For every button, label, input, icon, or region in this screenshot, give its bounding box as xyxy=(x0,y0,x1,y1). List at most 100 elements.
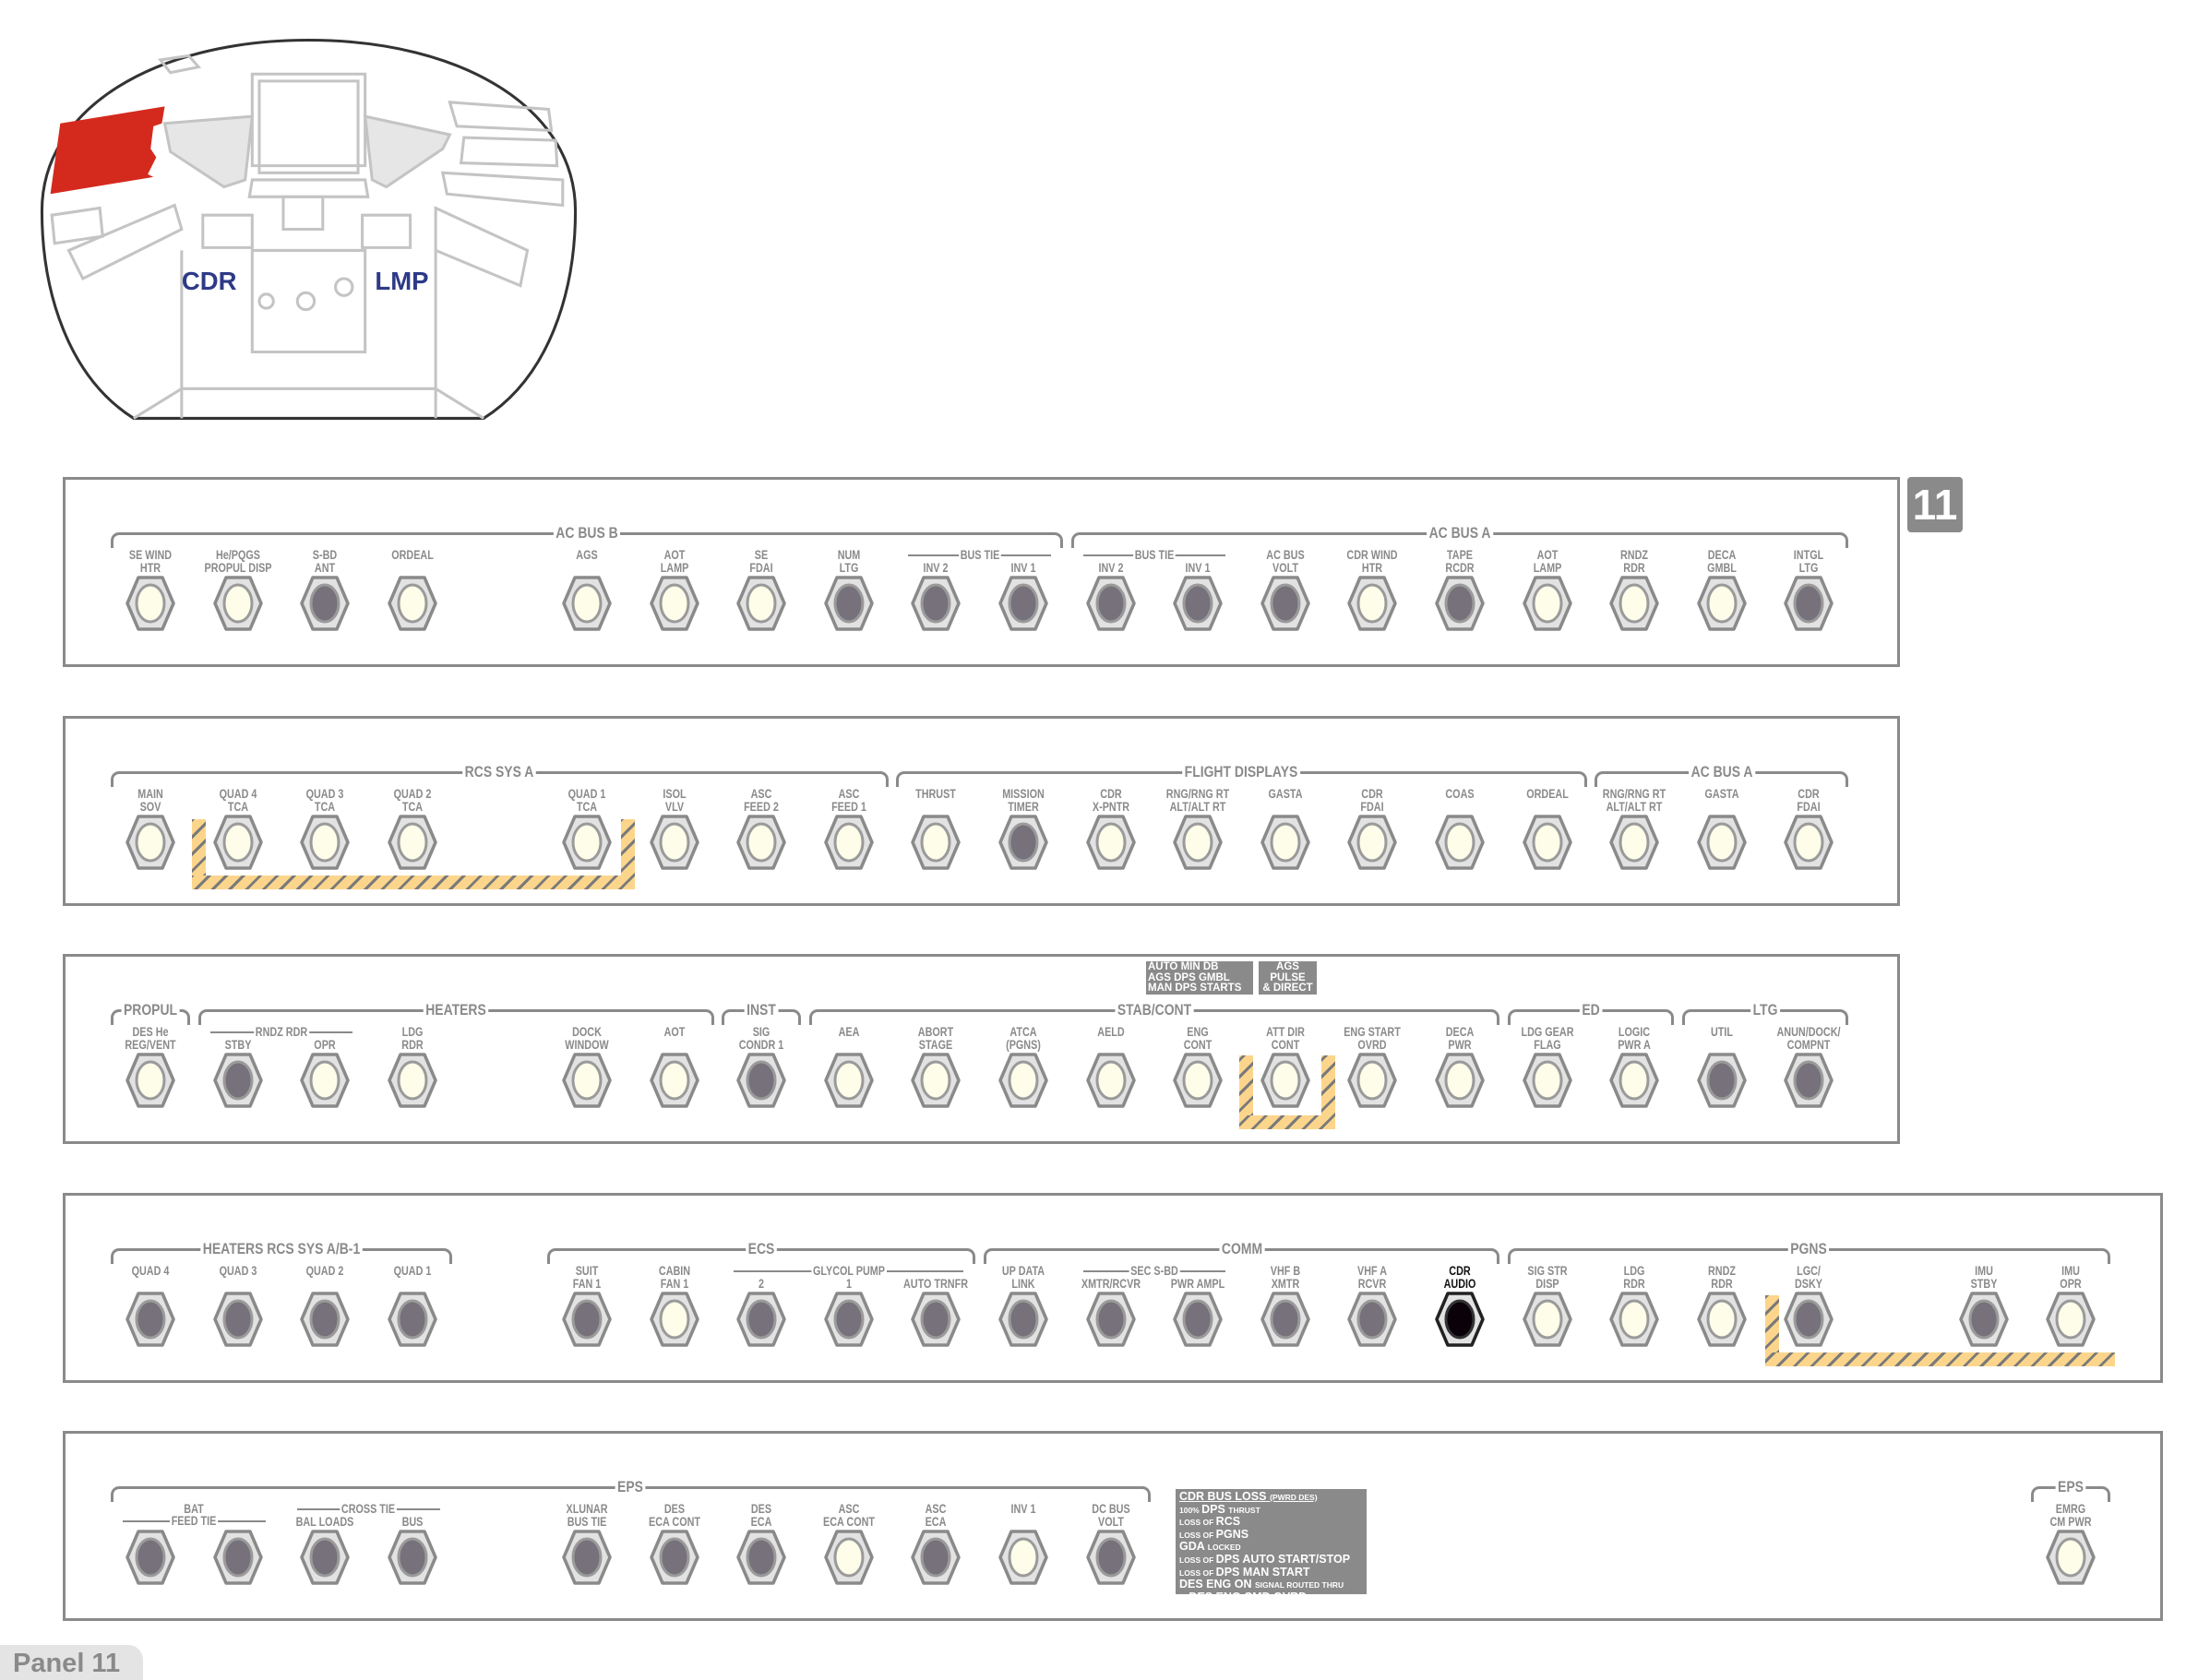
circuit-breaker[interactable] xyxy=(387,1529,438,1586)
circuit-breaker[interactable] xyxy=(387,1052,438,1109)
circuit-breaker[interactable] xyxy=(1260,1052,1311,1109)
circuit-breaker[interactable] xyxy=(1608,814,1660,871)
circuit-breaker[interactable] xyxy=(387,1291,438,1348)
circuit-breaker[interactable] xyxy=(1172,814,1224,871)
circuit-breaker[interactable] xyxy=(1783,814,1834,871)
circuit-breaker[interactable] xyxy=(1783,1052,1834,1109)
circuit-breaker[interactable] xyxy=(1434,1291,1486,1348)
circuit-breaker[interactable] xyxy=(997,1291,1049,1348)
circuit-breaker[interactable] xyxy=(125,1291,176,1348)
circuit-breaker[interactable] xyxy=(823,1052,875,1109)
circuit-breaker[interactable] xyxy=(1085,1529,1137,1586)
breaker-label: ABORT STAGE xyxy=(918,1025,954,1052)
circuit-breaker[interactable] xyxy=(1085,814,1137,871)
breaker-label: ASC FEED 2 xyxy=(744,787,780,814)
note-line: LOSS OF RCS xyxy=(1179,1516,1363,1529)
circuit-breaker[interactable] xyxy=(212,575,264,632)
circuit-breaker[interactable] xyxy=(649,1052,700,1109)
circuit-breaker[interactable] xyxy=(910,575,962,632)
breaker-label: ASC ECA CONT xyxy=(822,1502,875,1529)
circuit-breaker[interactable] xyxy=(561,1529,613,1586)
circuit-breaker[interactable] xyxy=(823,814,875,871)
circuit-breaker[interactable] xyxy=(823,1529,875,1586)
circuit-breaker[interactable] xyxy=(910,814,962,871)
circuit-breaker[interactable] xyxy=(735,1529,787,1586)
circuit-breaker[interactable] xyxy=(561,1052,613,1109)
circuit-breaker[interactable] xyxy=(1346,1291,1398,1348)
circuit-breaker[interactable] xyxy=(299,1529,351,1586)
circuit-breaker[interactable] xyxy=(125,1529,176,1586)
circuit-breaker[interactable] xyxy=(823,1291,875,1348)
circuit-breaker[interactable] xyxy=(649,575,700,632)
circuit-breaker[interactable] xyxy=(1696,814,1748,871)
circuit-breaker[interactable] xyxy=(910,1291,962,1348)
circuit-breaker[interactable] xyxy=(649,814,700,871)
circuit-breaker[interactable] xyxy=(125,1052,176,1109)
circuit-breaker[interactable] xyxy=(2045,1529,2096,1586)
circuit-breaker[interactable] xyxy=(1172,1052,1224,1109)
circuit-breaker[interactable] xyxy=(735,575,787,632)
circuit-breaker[interactable] xyxy=(1608,1052,1660,1109)
circuit-breaker[interactable] xyxy=(910,1529,962,1586)
circuit-breaker[interactable] xyxy=(997,575,1049,632)
circuit-breaker[interactable] xyxy=(997,1529,1049,1586)
circuit-breaker[interactable] xyxy=(1696,1052,1748,1109)
circuit-breaker[interactable] xyxy=(1522,814,1573,871)
circuit-breaker[interactable] xyxy=(1260,575,1311,632)
circuit-breaker[interactable] xyxy=(735,1052,787,1109)
circuit-breaker[interactable] xyxy=(649,1291,700,1348)
circuit-breaker[interactable] xyxy=(1522,575,1573,632)
circuit-breaker[interactable] xyxy=(649,1529,700,1586)
circuit-breaker[interactable] xyxy=(212,1291,264,1348)
circuit-breaker[interactable] xyxy=(1783,575,1834,632)
circuit-breaker[interactable] xyxy=(997,1052,1049,1109)
circuit-breaker[interactable] xyxy=(1522,1052,1573,1109)
circuit-breaker[interactable] xyxy=(2045,1291,2096,1348)
circuit-breaker[interactable] xyxy=(1434,814,1486,871)
circuit-breaker[interactable] xyxy=(299,1291,351,1348)
circuit-breaker[interactable] xyxy=(387,814,438,871)
circuit-breaker[interactable] xyxy=(1783,1291,1834,1348)
circuit-breaker[interactable] xyxy=(1696,1291,1748,1348)
circuit-breaker[interactable] xyxy=(1434,1052,1486,1109)
circuit-breaker[interactable] xyxy=(561,575,613,632)
circuit-breaker[interactable] xyxy=(299,575,351,632)
circuit-breaker[interactable] xyxy=(1958,1291,2010,1348)
circuit-breaker[interactable] xyxy=(910,1052,962,1109)
breaker-row-panel xyxy=(63,1193,2163,1383)
circuit-breaker[interactable] xyxy=(823,575,875,632)
circuit-breaker[interactable] xyxy=(1346,814,1398,871)
breaker-label: LOGIC PWR A xyxy=(1618,1025,1651,1052)
circuit-breaker[interactable] xyxy=(1260,814,1311,871)
breaker-label: ORDEAL xyxy=(1525,787,1569,801)
circuit-breaker[interactable] xyxy=(125,575,176,632)
circuit-breaker[interactable] xyxy=(561,814,613,871)
circuit-breaker[interactable] xyxy=(212,1529,264,1586)
circuit-breaker[interactable] xyxy=(299,814,351,871)
circuit-breaker[interactable] xyxy=(1172,1291,1224,1348)
circuit-breaker[interactable] xyxy=(1522,1291,1573,1348)
circuit-breaker[interactable] xyxy=(1260,1291,1311,1348)
circuit-breaker[interactable] xyxy=(561,1291,613,1348)
breaker-label: DECA GMBL xyxy=(1706,548,1737,575)
circuit-breaker[interactable] xyxy=(1434,575,1486,632)
circuit-breaker[interactable] xyxy=(125,814,176,871)
circuit-breaker[interactable] xyxy=(1346,575,1398,632)
circuit-breaker[interactable] xyxy=(212,814,264,871)
note-text: LOCKED xyxy=(1207,1543,1241,1553)
circuit-breaker[interactable] xyxy=(1608,575,1660,632)
circuit-breaker[interactable] xyxy=(735,1291,787,1348)
circuit-breaker[interactable] xyxy=(1172,575,1224,632)
circuit-breaker[interactable] xyxy=(997,814,1049,871)
panel-tab[interactable]: Panel 11 xyxy=(0,1645,143,1680)
circuit-breaker[interactable] xyxy=(387,575,438,632)
circuit-breaker[interactable] xyxy=(212,1052,264,1109)
circuit-breaker[interactable] xyxy=(1085,575,1137,632)
circuit-breaker[interactable] xyxy=(1346,1052,1398,1109)
circuit-breaker[interactable] xyxy=(1085,1291,1137,1348)
circuit-breaker[interactable] xyxy=(299,1052,351,1109)
circuit-breaker[interactable] xyxy=(1085,1052,1137,1109)
circuit-breaker[interactable] xyxy=(1696,575,1748,632)
circuit-breaker[interactable] xyxy=(1608,1291,1660,1348)
circuit-breaker[interactable] xyxy=(735,814,787,871)
